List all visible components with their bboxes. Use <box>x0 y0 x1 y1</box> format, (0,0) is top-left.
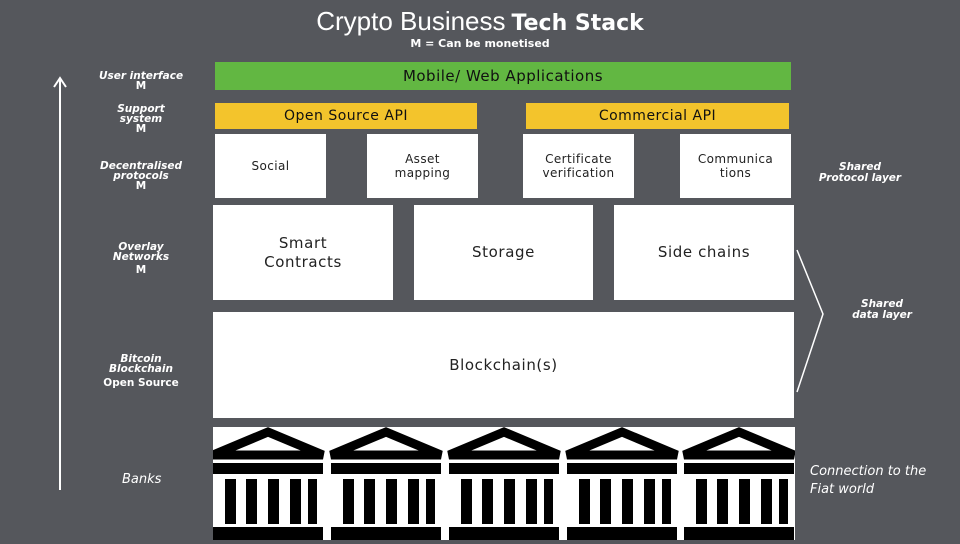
layer-label-banks: Banks <box>122 472 162 487</box>
layer-label-user-interface: User interface M <box>98 70 184 92</box>
bank-building-icon <box>331 432 441 540</box>
title-part1: Crypto Business <box>316 6 506 36</box>
shared-protocol-label: Shared Protocol layer <box>818 161 902 184</box>
layer-label-bitcoin: Bitcoin Blockchain Open Source <box>103 353 179 389</box>
shared-data-label: Shared data layer <box>852 298 912 321</box>
layer-label-overlay: Overlay Networks M <box>112 241 170 276</box>
fiat-connection-label: Connection to the Fiat world <box>810 464 927 497</box>
shared-data-bracket-icon <box>796 249 824 393</box>
overlay-storage: Storage <box>414 205 593 300</box>
layer-label-support-system: Support system M <box>117 103 165 135</box>
up-arrow-icon <box>53 76 67 490</box>
bank-building-icon <box>213 432 323 540</box>
bank-building-icon <box>449 432 559 540</box>
layer-label-decentralised: Decentralised protocols M <box>99 160 183 192</box>
overlay-side-chains: Side chains <box>614 205 794 300</box>
bank-building-icon <box>567 432 677 540</box>
open-source-api-bar: Open Source API <box>215 103 477 129</box>
banks-strip <box>213 427 795 540</box>
commercial-api-bar: Commercial API <box>526 103 789 129</box>
bank-building-icon <box>684 432 794 540</box>
subtitle: M = Can be monetised <box>410 37 550 50</box>
blockchain-box: Blockchain(s) <box>213 312 794 418</box>
protocol-social: Social <box>215 134 326 198</box>
applications-bar: Mobile/ Web Applications <box>215 62 791 90</box>
title-part2: Tech Stack <box>511 11 644 36</box>
